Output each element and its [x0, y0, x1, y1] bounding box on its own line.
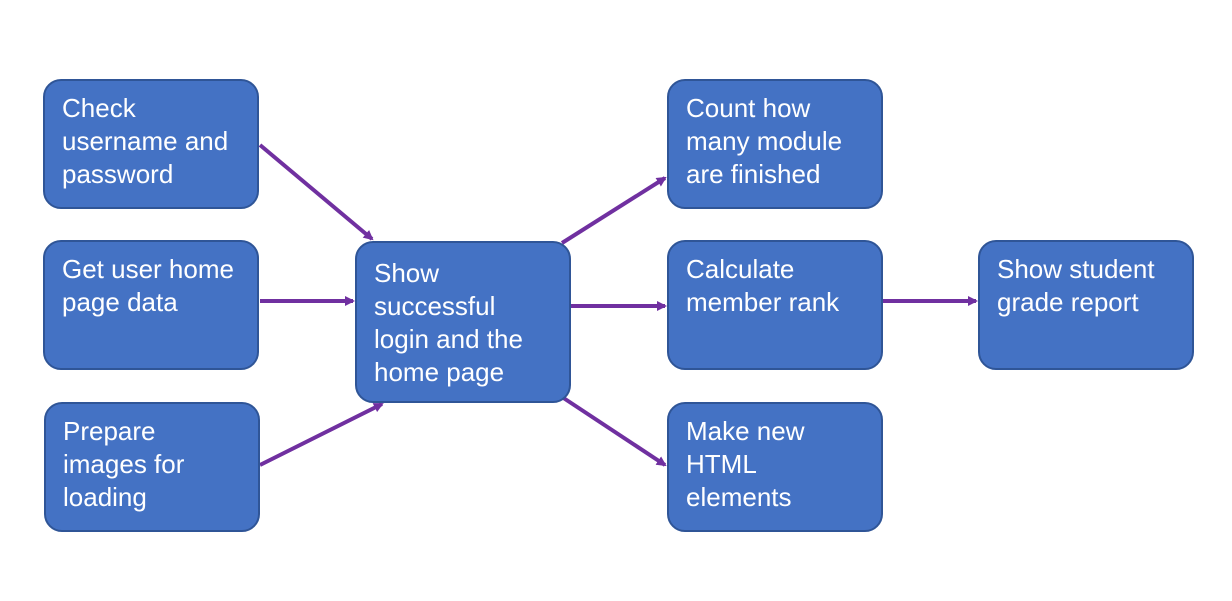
node-calculate-member-rank: Calculate member rank — [667, 240, 883, 370]
node-make-html-elements: Make new HTML elements — [667, 402, 883, 532]
node-get-user-home-page-data: Get user home page data — [43, 240, 259, 370]
arrow-show-to-make — [560, 395, 667, 467]
node-prepare-images: Prepare images for loading — [44, 402, 260, 532]
arrow-prepare-to-show — [259, 402, 384, 467]
node-check-username-password: Check username and password — [43, 79, 259, 209]
node-show-student-grade-report: Show student grade report — [978, 240, 1194, 370]
arrow-check-to-show — [258, 143, 374, 241]
node-count-modules-finished: Count how many module are finished — [667, 79, 883, 209]
arrow-show-to-count — [560, 176, 667, 245]
node-show-successful-login: Show successful login and the home page — [355, 241, 571, 403]
